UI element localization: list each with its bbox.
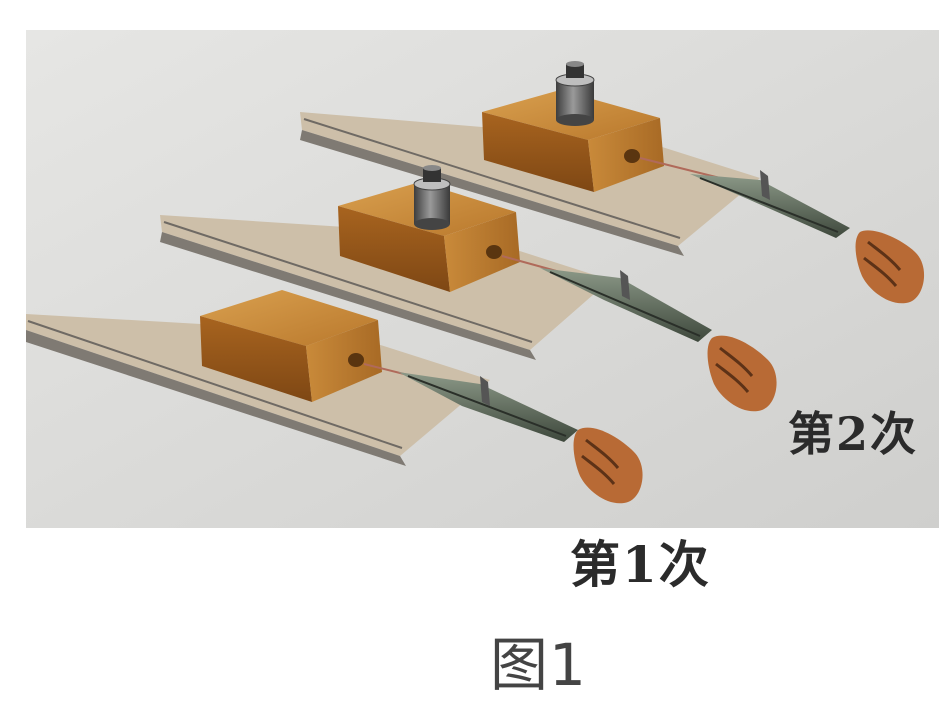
setup-bottom	[26, 290, 643, 504]
spring-scale-bottom	[398, 372, 578, 442]
setup-middle	[160, 165, 777, 412]
figure-caption: 图1	[490, 631, 587, 699]
hand-middle	[707, 335, 777, 412]
trial-1-label: 第1次	[570, 535, 711, 594]
hand-top	[855, 230, 925, 304]
weight-middle	[413, 165, 451, 230]
setup-top	[300, 61, 925, 304]
weight-top	[555, 61, 595, 126]
hand-bottom	[573, 427, 643, 504]
trial-2-label: 第2次	[788, 407, 919, 461]
spring-scale-top	[690, 170, 850, 238]
spring-scale-middle	[540, 268, 712, 342]
block-bottom-face	[200, 290, 378, 346]
